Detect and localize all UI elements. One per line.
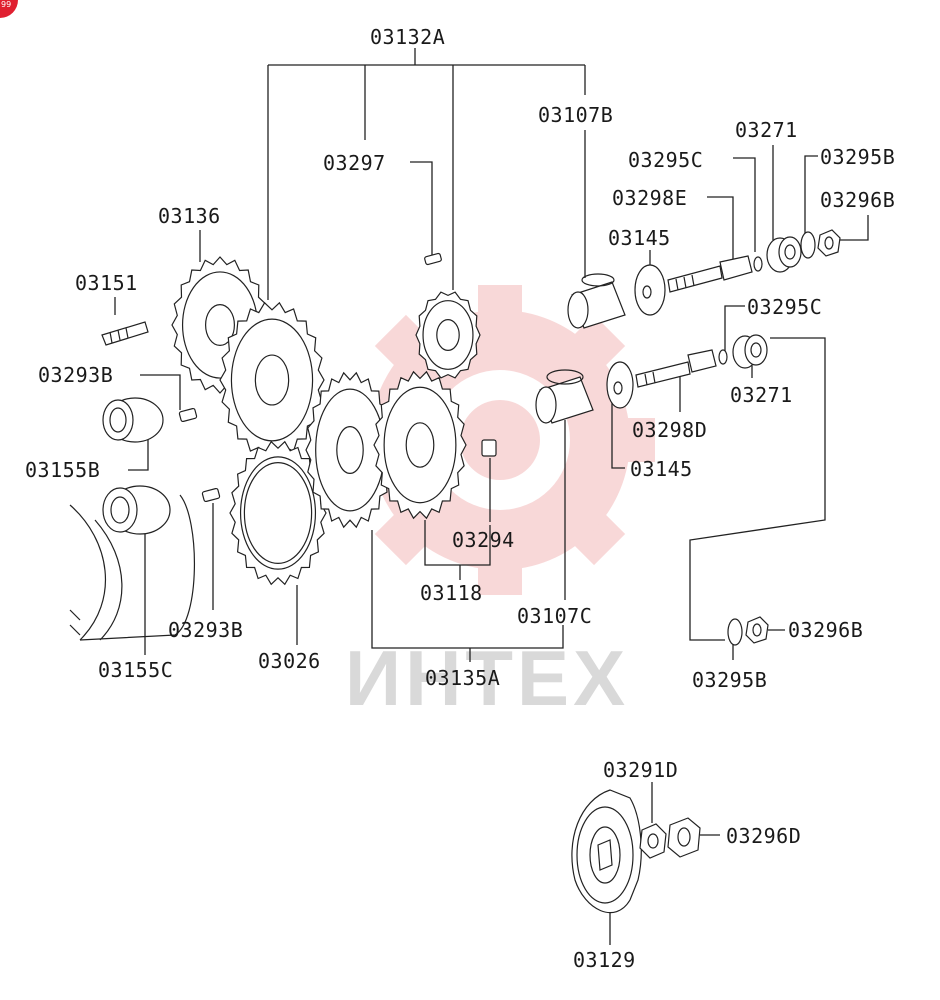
label-03295c-top: 03295C: [628, 148, 703, 172]
washer-03145-top-drawing: [634, 264, 666, 316]
shaft-03298e-drawing: [667, 255, 753, 293]
label-03118: 03118: [420, 581, 483, 605]
label-03298d: 03298D: [632, 418, 707, 442]
plate-03129-drawing: [571, 789, 642, 913]
label-03155c: 03155C: [98, 658, 173, 682]
gear-small-top-drawing: [415, 291, 481, 379]
bushing-03107c-drawing: [535, 369, 594, 424]
washer-03291d-drawing: [639, 823, 667, 859]
label-03151: 03151: [75, 271, 138, 295]
label-03294: 03294: [452, 528, 515, 552]
gear-upper-mid-drawing: [219, 301, 325, 459]
label-03155b: 03155B: [25, 458, 100, 482]
nut-03271-mid-drawing: [732, 334, 768, 369]
label-03107b: 03107B: [538, 103, 613, 127]
shaft-03298d-drawing: [635, 349, 717, 388]
watermark-text: ИНТЕХ: [345, 634, 629, 722]
label-03145-top: 03145: [608, 226, 671, 250]
label-03136: 03136: [158, 204, 221, 228]
label-03271-mid: 03271: [730, 383, 793, 407]
label-03296b-top: 03296B: [820, 188, 895, 212]
pin-03294-drawing: [481, 439, 497, 457]
gear-03135a-drawing: [305, 371, 395, 529]
label-03026: 03026: [258, 649, 321, 673]
oring-03295c-top-drawing: [753, 256, 763, 272]
label-03298e: 03298E: [612, 186, 687, 210]
label-03295b-top: 03295B: [820, 145, 895, 169]
label-03145-mid: 03145: [630, 457, 693, 481]
nut-03296b-top-drawing: [817, 229, 841, 257]
label-03129: 03129: [573, 948, 636, 972]
nut-03296b-mid-drawing: [745, 616, 769, 644]
engine-housing-drawing: [69, 494, 196, 641]
stud-03151-drawing: [101, 321, 149, 346]
pin-03293b-top-drawing: [178, 407, 198, 423]
oring-03295c-mid-drawing: [718, 349, 728, 365]
oring-03295b-top-drawing: [800, 231, 816, 259]
label-03291d: 03291D: [603, 758, 678, 782]
pin-03293b-bottom-drawing: [201, 487, 221, 503]
label-03296d: 03296D: [726, 824, 801, 848]
label-03107c: 03107C: [517, 604, 592, 628]
bushing-03107b-drawing: [567, 273, 626, 329]
label-03295c-mid: 03295C: [747, 295, 822, 319]
corner-badge-text: 99: [1, 0, 12, 9]
leader-lines: [114, 48, 869, 945]
gear-03118-drawing: [373, 370, 467, 520]
oring-03295b-mid-drawing: [727, 618, 743, 646]
nut-03296d-drawing: [667, 817, 701, 858]
bushing-03155b-drawing: [102, 397, 164, 443]
label-03132a: 03132A: [370, 25, 445, 49]
label-03295b-mid: 03295B: [692, 668, 767, 692]
label-03293b-top: 03293B: [38, 363, 113, 387]
label-03297: 03297: [323, 151, 386, 175]
gear-03026-drawing: [229, 440, 327, 586]
gears-group: [171, 256, 481, 586]
key-03297-drawing: [424, 252, 442, 266]
label-03135a: 03135A: [425, 666, 500, 690]
label-03271-top: 03271: [735, 118, 798, 142]
label-03293b-bottom: 03293B: [168, 618, 243, 642]
washer-03145-mid-drawing: [606, 361, 634, 409]
bushing-03155c-drawing: [102, 485, 171, 535]
label-03296b-mid: 03296B: [788, 618, 863, 642]
nut-03271-top-drawing: [766, 236, 802, 273]
